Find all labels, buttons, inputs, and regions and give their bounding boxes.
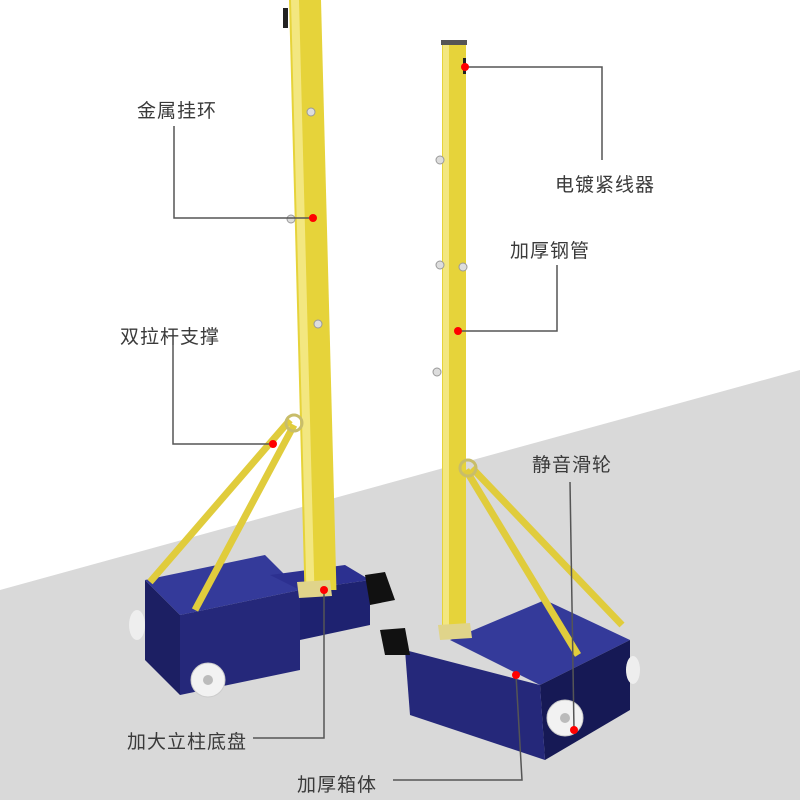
leader-metal-hook-ring [173, 126, 314, 219]
floor [0, 370, 800, 800]
leader-silent-pulley [569, 481, 575, 731]
marker-double-rod-support [269, 440, 277, 448]
leader-double-rod-support [172, 345, 273, 445]
marker-electroplated-tensioner [461, 63, 469, 71]
label-thickened-steel-tube: 加厚钢管 [510, 240, 591, 262]
label-enlarged-post-chassis: 加大立柱底盘 [127, 731, 248, 753]
marker-metal-hook-ring [309, 214, 317, 222]
markers [269, 63, 578, 734]
leader-thickened-box-body [393, 674, 523, 781]
marker-enlarged-post-chassis [320, 586, 328, 594]
leader-lines [172, 66, 603, 781]
label-silent-pulley: 静音滑轮 [532, 454, 613, 476]
marker-thickened-steel-tube [454, 327, 462, 335]
leader-electroplated-tensioner [465, 66, 603, 160]
leader-thickened-steel-tube [458, 265, 558, 332]
left-stand [129, 0, 395, 698]
marker-thickened-box-body [512, 671, 520, 679]
label-electroplated-tensioner: 电镀紧线器 [555, 174, 656, 196]
label-metal-hook-ring: 金属挂环 [137, 100, 218, 122]
label-thickened-box-body: 加厚箱体 [297, 774, 378, 796]
marker-silent-pulley [570, 726, 578, 734]
label-double-rod-support: 双拉杆支撑 [120, 326, 221, 348]
leader-enlarged-post-chassis [253, 590, 325, 739]
